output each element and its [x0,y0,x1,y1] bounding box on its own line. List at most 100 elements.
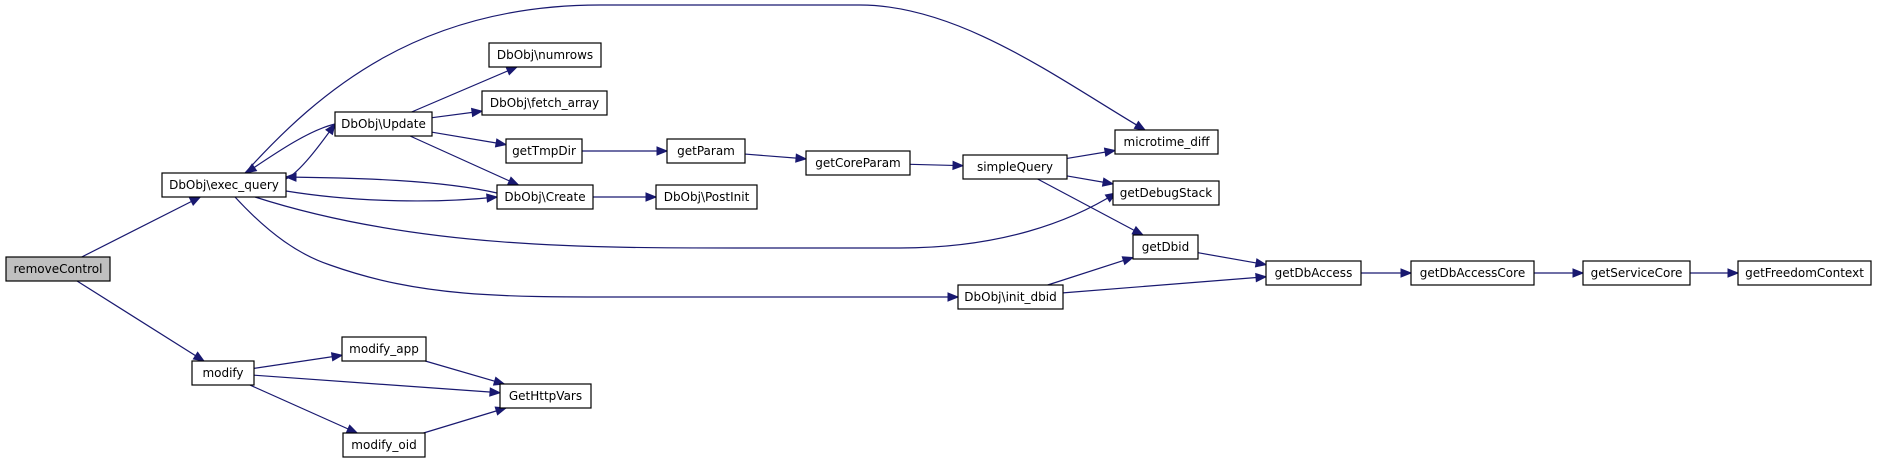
node-getDbid[interactable]: getDbid [1132,234,1199,260]
node-label: GetHttpVars [509,389,582,403]
node-simpleQuery[interactable]: simpleQuery [962,154,1068,180]
node-box [957,284,1064,310]
arrowhead [505,66,519,76]
node-getFreedomContext[interactable]: getFreedomContext [1737,260,1872,286]
node-box [1114,129,1219,155]
edge-line [425,360,505,385]
node-label: modify [202,366,243,380]
edge-line [285,123,336,180]
edge-update-to-fetch_array [431,107,484,119]
node-modify_app[interactable]: modify_app [341,336,427,362]
node-label: simpleQuery [977,160,1053,174]
arrowhead [795,153,808,163]
node-label: microtime_diff [1124,135,1211,149]
node-getDebugStack[interactable]: getDebugStack [1112,180,1220,206]
edge-line [234,196,958,298]
edge-line [411,66,518,113]
node-label: DbObj\exec_query [169,178,279,192]
edge-line [81,196,201,258]
edge-getDbid-to-getDbAccess [1197,252,1268,268]
node-modify_oid[interactable]: modify_oid [342,432,426,458]
node-getServiceCore[interactable]: getServiceCore [1582,260,1691,286]
arrowhead [284,172,297,182]
arrowhead [645,192,658,202]
node-getTmpDir[interactable]: getTmpDir [505,138,583,164]
node-label: DbObj\init_dbid [964,290,1056,304]
arrowhead [1101,177,1115,187]
edge-update-to-create [409,135,520,186]
node-box [496,184,594,210]
edge-line [254,192,1117,249]
edge-modify-to-getHttpVars [253,374,502,397]
node-label: removeControl [14,262,103,276]
node-box [1737,260,1872,286]
node-label: DbObj\numrows [497,48,593,62]
node-box [1582,260,1691,286]
edge-line [285,190,498,202]
edge-line [253,374,501,394]
edge-getDbAccess-to-getDbAccessCore [1361,268,1413,278]
node-label: modify_app [349,342,419,356]
node-removeControl[interactable]: removeControl [5,256,111,282]
node-box [1410,260,1535,286]
node-getParam[interactable]: getParam [666,138,746,164]
edge-removeControl-to-modify [76,280,206,362]
edge-line [1047,256,1134,286]
edge-modify_oid-to-getHttpVars [423,406,508,434]
node-box [962,154,1068,180]
edge-update-to-getTmpDir [431,131,508,148]
arrowhead [1727,268,1740,278]
node-update[interactable]: DbObj\Update [334,111,433,137]
edge-exec_query-to-update [285,122,336,180]
node-numrows[interactable]: DbObj\numrows [488,42,602,68]
edge-getServiceCore-to-getFreedomContext [1690,268,1740,278]
edge-getDbAccessCore-to-getServiceCore [1534,268,1585,278]
node-label: getParam [677,144,735,158]
arrowhead [656,146,669,156]
node-getCoreParam[interactable]: getCoreParam [805,150,911,176]
node-label: getCoreParam [815,156,901,170]
node-box [5,256,111,282]
edge-line [244,4,1146,174]
node-modify[interactable]: modify [191,360,255,386]
node-label: getDbAccess [1275,266,1353,280]
arrowhead [1254,258,1268,268]
arrowhead [470,107,484,118]
node-label: DbObj\Create [504,190,585,204]
arrowhead [492,376,506,386]
node-fetch_array[interactable]: DbObj\fetch_array [481,90,608,116]
arrowhead [952,160,965,171]
arrowhead [489,387,502,397]
edge-init_dbid-to-getDbAccess [1062,272,1268,294]
node-getDbAccessCore[interactable]: getDbAccessCore [1410,260,1535,286]
edge-line [253,354,343,369]
node-box [1132,234,1199,260]
edge-getCoreParam-to-simpleQuery [909,160,965,171]
arrowhead [1103,147,1117,157]
node-init_dbid[interactable]: DbObj\init_dbid [957,284,1064,310]
edge-update-to-exec_query [244,123,336,174]
node-box [341,336,427,362]
node-getDbAccess[interactable]: getDbAccess [1265,260,1362,286]
edge-line [245,123,336,174]
edge-line [1062,276,1267,294]
node-exec_query[interactable]: DbObj\exec_query [161,172,287,198]
node-postInit[interactable]: DbObj\PostInit [655,184,758,210]
arrowhead [1133,120,1147,131]
arrowhead [1121,256,1135,266]
node-box [655,184,758,210]
node-box [488,42,602,68]
arrowhead [325,122,336,136]
arrowhead [947,292,960,302]
node-microtime_diff[interactable]: microtime_diff [1114,129,1219,155]
arrowhead [1572,268,1585,278]
edge-simpleQuery-to-microtime_diff [1066,147,1117,160]
edge-line [76,280,205,362]
edge-modify_app-to-getHttpVars [425,360,506,386]
edge-getParam-to-getCoreParam [744,153,808,163]
node-create[interactable]: DbObj\Create [496,184,594,210]
edge-simpleQuery-to-getDebugStack [1066,175,1115,187]
node-getHttpVars[interactable]: GetHttpVars [499,383,592,409]
